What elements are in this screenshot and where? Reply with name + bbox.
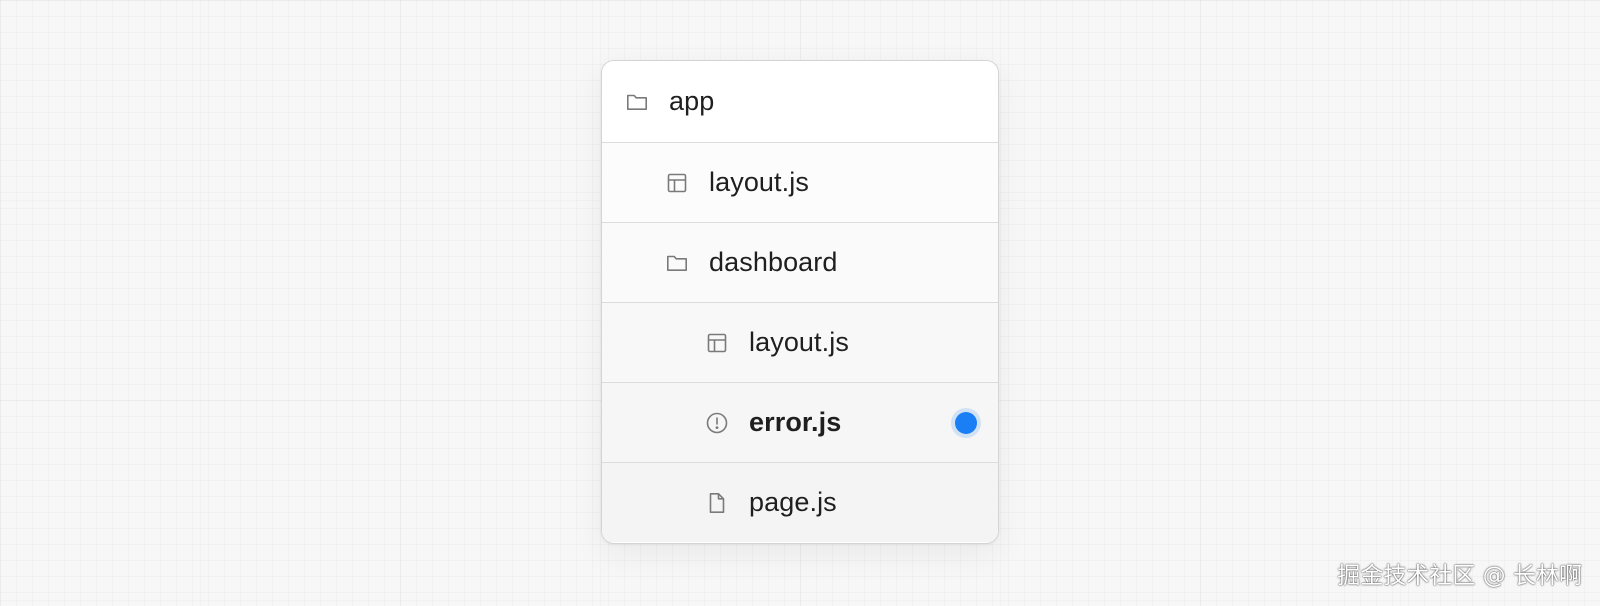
active-indicator-dot: [955, 411, 977, 434]
tree-item-error-js[interactable]: error.js: [602, 382, 998, 462]
tree-item-label: dashboard: [709, 247, 838, 277]
tree-item-layout-js[interactable]: layout.js: [602, 142, 998, 222]
layout-icon: [665, 171, 689, 195]
tree-item-label: error.js: [749, 407, 842, 437]
layout-icon: [705, 331, 729, 355]
folder-icon: [625, 90, 649, 114]
tree-item-page-js[interactable]: page.js: [602, 462, 998, 542]
tree-item-app-folder[interactable]: app: [602, 61, 998, 142]
watermark: 掘金技术社区 @ 长林啊: [1337, 563, 1582, 589]
tree-item-dashboard-folder[interactable]: dashboard: [602, 222, 998, 302]
tree-item-label: page.js: [749, 487, 837, 517]
tree-item-label: app: [669, 86, 715, 116]
file-icon: [705, 491, 729, 515]
tree-item-label: layout.js: [709, 167, 809, 197]
tree-item-label: layout.js: [749, 327, 849, 357]
folder-icon: [665, 251, 689, 275]
tree-item-dashboard-layout-js[interactable]: layout.js: [602, 302, 998, 382]
error-icon: [705, 411, 729, 435]
file-tree: app layout.js dashboard layout.js error.…: [601, 60, 999, 544]
